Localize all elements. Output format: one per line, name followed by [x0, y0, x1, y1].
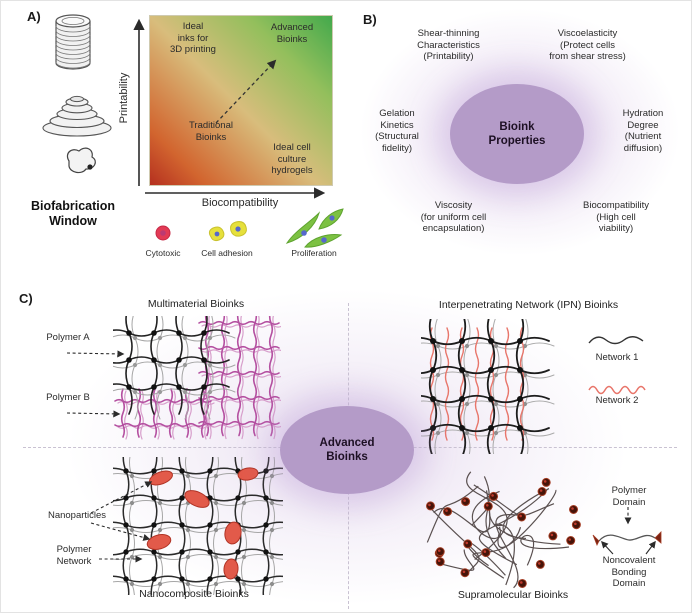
ipn-title: Interpenetrating Network (IPN) Bioinks — [438, 299, 619, 311]
region-ideal-inks: Ideal inks for 3D printing — [170, 21, 216, 56]
polymer-domain-label: Polymer Domain — [611, 485, 647, 508]
x-axis-label: Biocompatibility — [201, 197, 279, 209]
cell-adhesion-label: Cell adhesion — [201, 248, 253, 258]
plot-axes — [133, 18, 326, 199]
supramolecular-title: Supramolecular Bioinks — [457, 589, 569, 601]
panel-c-label: C) — [19, 291, 33, 306]
noncovalent-bonding-label: Noncovalent Bonding Domain — [602, 555, 656, 590]
cell-adhesion-icon — [208, 221, 247, 242]
region-ideal-hydrogels: Ideal cell culture hydrogels — [271, 142, 313, 177]
proliferation-cells-icon — [285, 208, 344, 248]
traditional-to-advanced-arrow — [215, 59, 277, 124]
panel-b-label: B) — [363, 12, 377, 27]
y-axis-label: Printability — [118, 72, 130, 124]
property-hydration-degree: Hydration Degree (Nutrient diffusion) — [622, 108, 664, 154]
bioink-properties-title: Bioink Properties — [488, 120, 546, 147]
supramolecular-network-illustration — [425, 471, 581, 589]
polymer-network-label: Polymer Network — [56, 544, 92, 567]
region-traditional-bioinks: Traditional Bioinks — [188, 120, 233, 143]
cytotoxic-label: Cytotoxic — [145, 248, 181, 258]
cytotoxic-cell-icon — [155, 225, 171, 241]
nanoparticles-label: Nanoparticles — [47, 510, 107, 521]
property-biocompatibility: Biocompatibility (High cell viability) — [583, 200, 649, 235]
proliferation-label: Proliferation — [291, 248, 337, 258]
advanced-bioinks-ellipse: Advanced Bioinks — [280, 406, 414, 494]
bonding-strand-illustration — [592, 531, 662, 546]
printed-cone-icon — [42, 95, 112, 137]
nanocomposite-network-illustration — [113, 457, 283, 595]
printed-cylinder-icon — [55, 14, 91, 70]
network-2-label: Network 2 — [595, 395, 639, 406]
multimaterial-network-illustration — [113, 316, 281, 440]
region-advanced-bioinks: Advanced Bioinks — [270, 22, 314, 45]
property-gelation-kinetics: Gelation Kinetics (Structural fidelity) — [375, 108, 419, 154]
multimaterial-title: Multimaterial Bioinks — [147, 298, 245, 310]
ipn-network-illustration — [421, 319, 555, 454]
property-viscoelasticity: Viscoelasticity (Protect cells from shea… — [549, 28, 626, 63]
printed-shapes-illustration — [42, 14, 112, 174]
network-1-swatch — [588, 336, 644, 345]
property-shear-thinning: Shear-thinning Characteristics (Printabi… — [417, 28, 480, 63]
property-viscosity: Viscosity (for uniform cell encapsulatio… — [420, 200, 487, 235]
printed-blob-icon — [66, 147, 96, 174]
network-1-label: Network 1 — [595, 352, 639, 363]
advanced-bioinks-title: Advanced Bioinks — [319, 436, 375, 463]
biofabrication-window-plot — [149, 15, 333, 186]
polymer-b-label: Polymer B — [46, 392, 90, 403]
network-2-swatch — [588, 385, 646, 395]
bioink-properties-ellipse: Bioink Properties — [450, 84, 584, 184]
polymer-a-label: Polymer A — [46, 332, 90, 343]
nanocomposite-title: Nanocomposite Bioinks — [139, 588, 249, 600]
biofabrication-window-caption: Biofabrication Window — [30, 199, 116, 229]
panel-a-label: A) — [27, 9, 41, 24]
